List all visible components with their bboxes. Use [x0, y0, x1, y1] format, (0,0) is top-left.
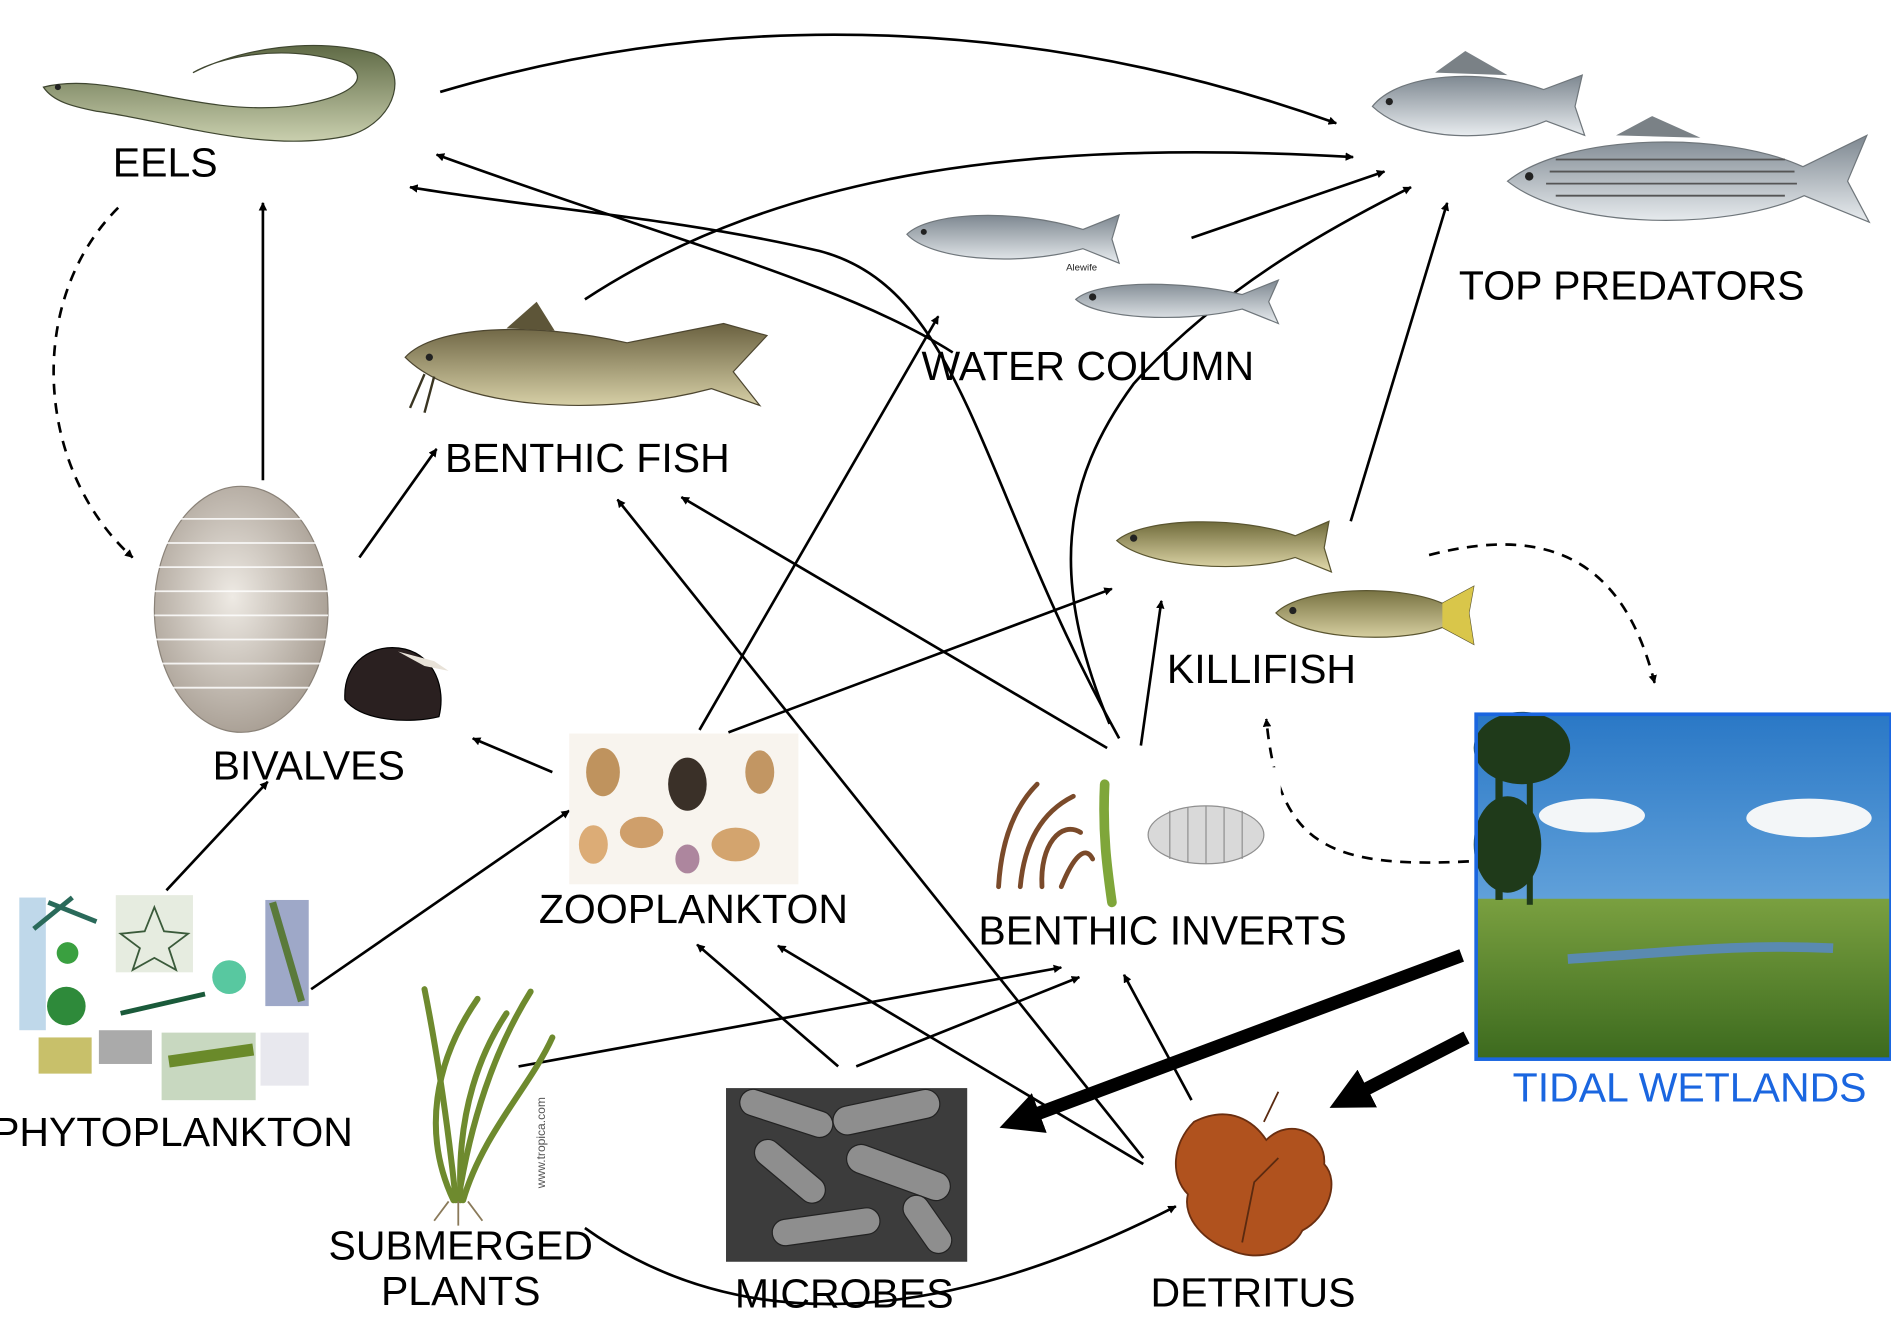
detritus-label: DETRITUS	[1151, 1269, 1356, 1315]
link-tidal-wetlands-to-killifish	[1266, 719, 1469, 862]
link-eels-to-top-predators	[440, 35, 1336, 124]
zooplankton-label: ZOOPLANKTON	[539, 886, 848, 932]
link-zooplankton-to-bivalves	[473, 738, 553, 772]
submerged-label: SUBMERGED	[329, 1222, 593, 1268]
link-benthic-inverts-to-top-predators	[1071, 187, 1411, 724]
bivalve-shell-image	[154, 486, 328, 732]
microbes-label: MICROBES	[735, 1271, 954, 1317]
killifish-label: KILLIFISH	[1167, 646, 1356, 692]
clam-image	[345, 648, 449, 721]
white-perch-image	[1372, 51, 1584, 136]
link-phytoplankton-to-bivalves	[166, 782, 267, 891]
link-microbes-to-benthic-inverts	[856, 977, 1079, 1066]
benthic-inverts-image	[979, 767, 1280, 902]
link-water-column-to-top-predators	[1192, 172, 1385, 238]
tidal-wetlands-label: TIDAL WETLANDS	[1513, 1064, 1867, 1110]
link-benthic-inverts-to-benthic-fish	[681, 497, 1107, 748]
link-phytoplankton-to-zooplankton	[311, 811, 569, 989]
link-tidal-wetlands-to-microbes	[1015, 955, 1461, 1121]
submerged-plant-image: www.tropica.com	[425, 989, 553, 1225]
link-eels-to-bivalves	[54, 208, 133, 558]
silverside-image	[1076, 280, 1279, 323]
top-predators-label: TOP PREDATORS	[1459, 262, 1805, 308]
link-killifish-to-top-predators	[1351, 203, 1447, 521]
zooplankton-image	[569, 734, 798, 885]
phytoplankton-label: PHYTOPLANKTON	[0, 1109, 353, 1155]
link-benthic-inverts-to-killifish	[1141, 601, 1162, 746]
plants-label: PLANTS	[381, 1268, 541, 1314]
striped-bass-image	[1507, 116, 1869, 222]
link-bivalves-to-benthic-fish	[359, 449, 436, 558]
phytoplankton-image	[19, 895, 308, 1100]
eel-image	[43, 45, 394, 141]
leaf-image	[1176, 1092, 1332, 1256]
benthic-fish-label: BENTHIC FISH	[445, 435, 730, 481]
catfish-image	[405, 302, 767, 413]
tidal-wetlands-image[interactable]	[1474, 712, 1891, 1059]
microbes-image	[726, 1086, 967, 1262]
tropica-watermark: www.tropica.com	[534, 1097, 548, 1189]
alewife-caption: Alewife	[1066, 262, 1097, 273]
link-zooplankton-to-killifish	[728, 589, 1112, 733]
killifish-1-image	[1117, 521, 1332, 572]
benthic-inverts-label: BENTHIC INVERTS	[978, 908, 1346, 954]
eels-label: EELS	[113, 139, 218, 185]
bivalves-label: BIVALVES	[213, 742, 405, 788]
alewife-image	[907, 215, 1119, 263]
water-column-label: WATER COLUMN	[922, 343, 1255, 389]
link-tidal-wetlands-to-detritus	[1345, 1037, 1467, 1100]
killifish-2-image	[1276, 586, 1474, 644]
link-microbes-to-zooplankton	[697, 945, 838, 1067]
